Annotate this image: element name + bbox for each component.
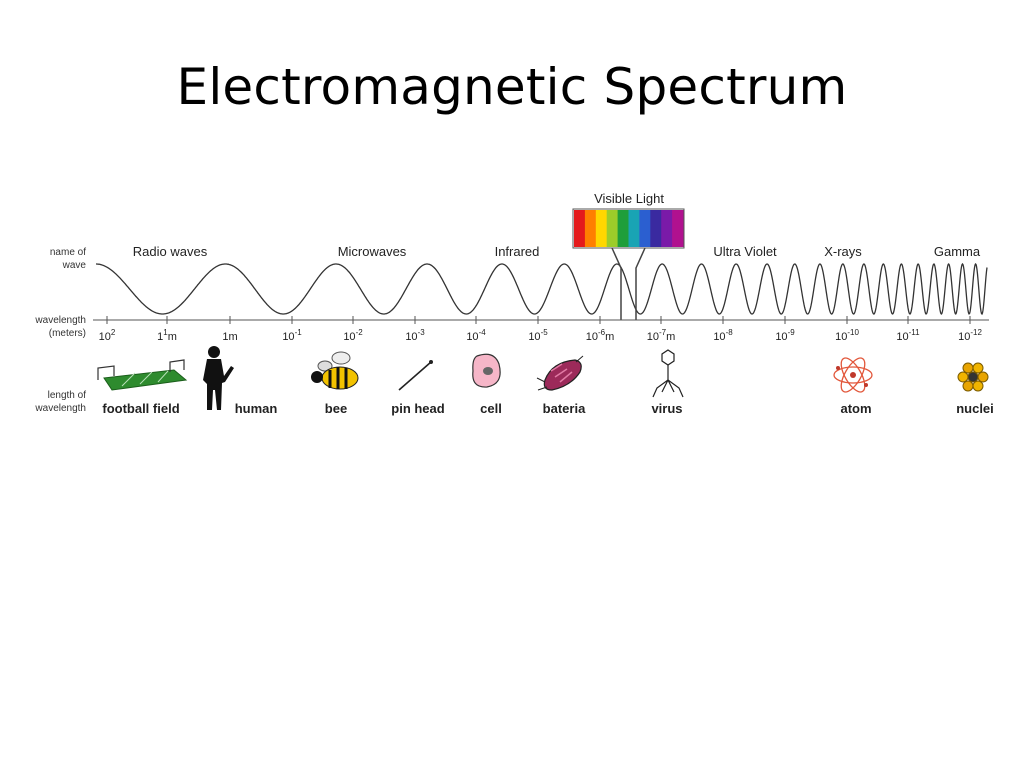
- tick-label: 10-1: [282, 328, 302, 343]
- object-label: bee: [325, 401, 347, 416]
- visible-color-band: [585, 210, 596, 247]
- object-label: atom: [840, 401, 871, 416]
- tick-label: 10-4: [466, 328, 486, 343]
- tick-label: 10-12: [958, 328, 982, 343]
- visible-color-band: [607, 210, 618, 247]
- virus-icon: [653, 350, 683, 397]
- bacteria-icon: [537, 356, 583, 390]
- visible-color-band: [618, 210, 629, 247]
- football-field-icon: [98, 360, 186, 390]
- visible-color-band: [629, 210, 640, 247]
- tick-label: 1m: [222, 331, 237, 343]
- visible-color-band: [639, 210, 650, 247]
- object-label: human: [235, 401, 278, 416]
- object-label: nuclei: [956, 401, 994, 416]
- wave-curve: [96, 264, 987, 314]
- row-label-length-of-wavelength-1: length of: [48, 390, 87, 401]
- object-label: pin head: [391, 401, 445, 416]
- tick-label: 10-11: [896, 328, 920, 343]
- row-label-wavelength-2: (meters): [49, 328, 86, 339]
- tick-label: 10-5: [528, 328, 548, 343]
- visible-color-band: [661, 210, 672, 247]
- tick-label: 10-9: [775, 328, 795, 343]
- object-label: bateria: [543, 401, 586, 416]
- band-label: Microwaves: [338, 244, 407, 259]
- object-label: football field: [102, 401, 179, 416]
- band-labels: Radio waves Microwaves Infrared Ultra Viole…: [133, 244, 981, 259]
- tick-label: 10-3: [405, 328, 425, 343]
- visible-light-label: Visible Light: [594, 191, 664, 206]
- bee-icon: [311, 352, 358, 389]
- object-labels: football field human bee pin head cell bateri…: [102, 401, 993, 416]
- row-labels: name of wave wavelength (meters) length …: [34, 247, 86, 414]
- tick-label: 10-8: [713, 328, 733, 343]
- human-icon: [203, 346, 234, 410]
- object-label: virus: [651, 401, 682, 416]
- tick-label: 10-6m: [586, 328, 615, 343]
- cell-icon: [473, 354, 500, 387]
- tick-label: 10-7m: [647, 328, 676, 343]
- band-label: Radio waves: [133, 244, 208, 259]
- band-label: Infrared: [495, 244, 540, 259]
- row-label-length-of-wavelength-2: wavelength: [34, 403, 86, 414]
- band-label: Gamma: [934, 244, 981, 259]
- row-label-name-of-wave-2: wave: [62, 260, 87, 271]
- visible-color-band: [596, 210, 607, 247]
- visible-light-spectrum: [574, 210, 684, 247]
- row-label-name-of-wave-1: name of: [50, 247, 86, 258]
- band-label: Ultra Violet: [713, 244, 777, 259]
- atom-icon: [834, 355, 872, 396]
- tick-label: 10-10: [835, 328, 859, 343]
- row-label-wavelength-1: wavelength: [34, 315, 86, 326]
- tick-label: 10-2: [343, 328, 363, 343]
- visible-light-group: Visible Light: [573, 191, 684, 320]
- tick-label: 11m: [157, 328, 177, 343]
- tick-label: 102: [99, 328, 116, 343]
- nuclei-icon: [958, 363, 988, 391]
- visible-color-band: [650, 210, 661, 247]
- object-label: cell: [480, 401, 502, 416]
- visible-color-band: [672, 210, 683, 247]
- visible-color-band: [574, 210, 585, 247]
- pin-head-icon: [399, 360, 433, 390]
- band-label: X-rays: [824, 244, 862, 259]
